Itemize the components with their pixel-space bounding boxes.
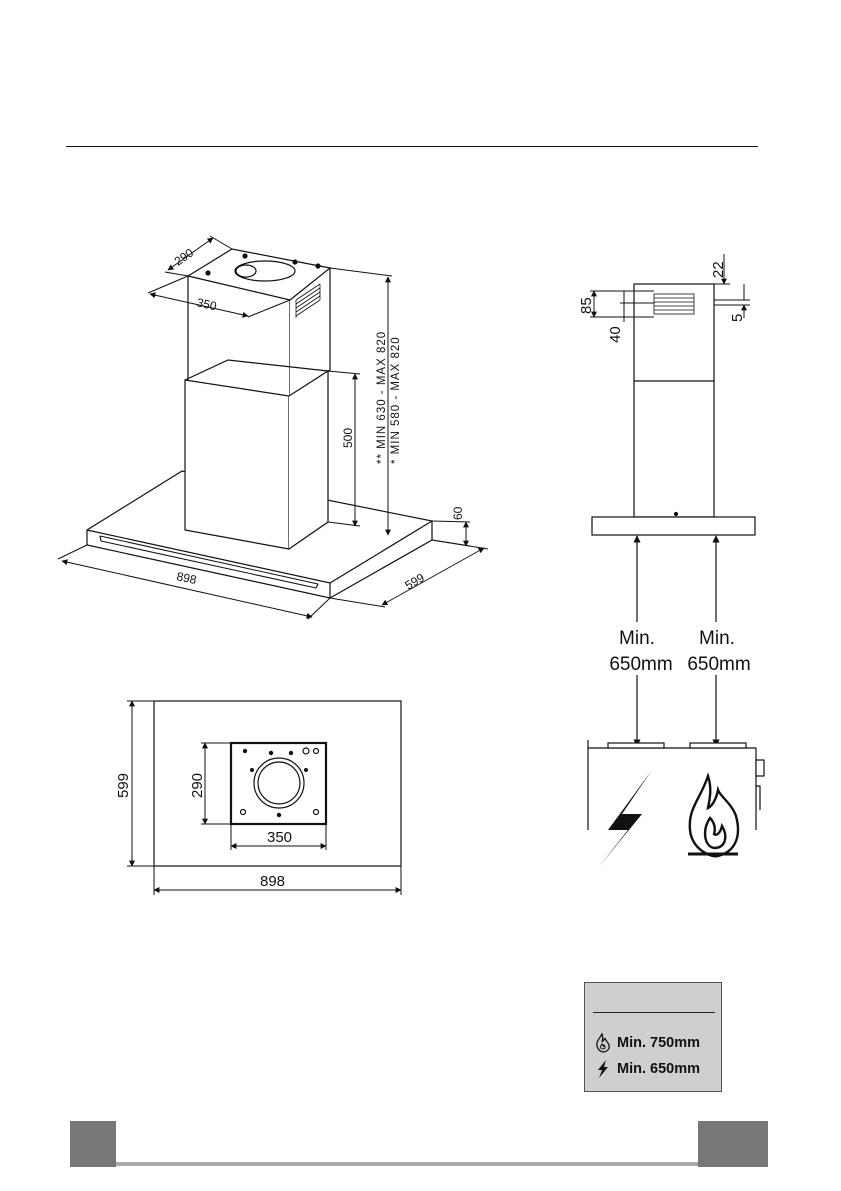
dim-60: 60 [451, 506, 465, 520]
plan-dim-350: 350 [267, 829, 292, 846]
legend-row-electric: Min. 650mm [595, 1059, 700, 1079]
legend-row-gas: Min. 750mm [595, 1033, 700, 1053]
dim-range-single-star: * MIN 580 - MAX 820 [390, 336, 402, 464]
dim-22: 22 [710, 261, 727, 278]
dim-5: 5 [729, 314, 746, 322]
dim-range-double-star: ** MIN 630 - MAX 820 [376, 331, 388, 464]
dim-599-3d: 599 [403, 570, 428, 592]
clearance-left-line2: 650mm [609, 654, 672, 675]
cooktop-drawing [588, 740, 764, 830]
lightning-icon [598, 770, 652, 868]
clearance-legend: Min. 750mm Min. 650mm [584, 982, 722, 1092]
legend-lightning-icon [595, 1059, 611, 1079]
dim-898-3d: 898 [175, 569, 198, 587]
plan-dim-898: 898 [260, 873, 285, 890]
clearance-right-line2: 650mm [687, 654, 750, 675]
footer-rule [116, 1162, 698, 1166]
clearance-left-line1: Min. [619, 628, 655, 649]
footer-block-right [698, 1121, 768, 1167]
plan-dim-290: 290 [189, 773, 206, 798]
legend-electric-text: Min. 650mm [617, 1061, 700, 1077]
dim-40: 40 [607, 326, 624, 343]
clearance-right-line1: Min. [699, 628, 735, 649]
legend-flame-icon [595, 1033, 611, 1053]
plan-dim-599: 599 [115, 773, 132, 798]
dim-500: 500 [341, 428, 355, 448]
legend-gas-text: Min. 750mm [617, 1035, 700, 1051]
dim-85: 85 [578, 297, 595, 314]
clearance-labels: Min. 650mm Min. 650mm [609, 628, 750, 675]
legend-rule [593, 1012, 715, 1013]
flame-icon [688, 776, 738, 856]
footer-block-left [70, 1121, 116, 1167]
